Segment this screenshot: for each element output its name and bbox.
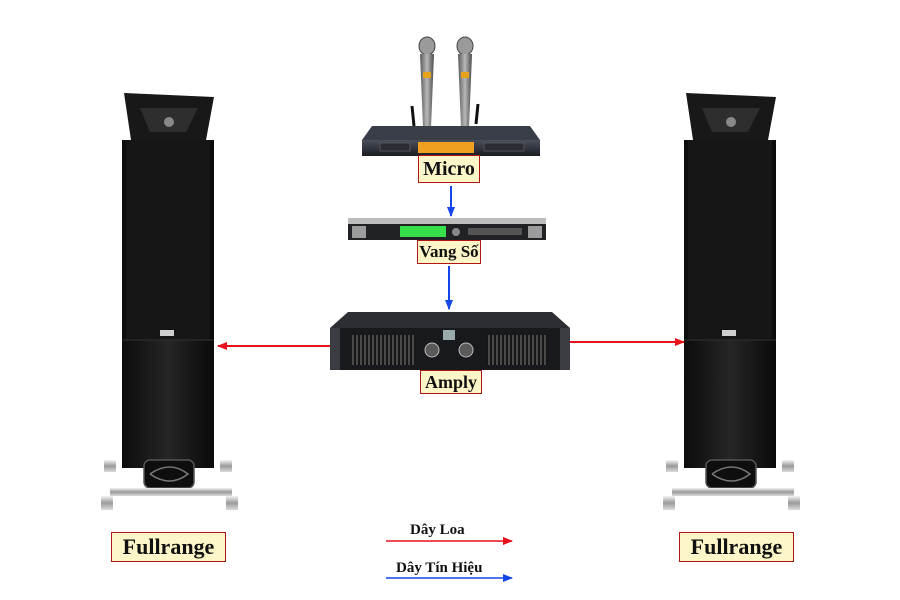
amply-label: Amply [420, 370, 482, 394]
speaker-right-label: Fullrange [679, 532, 794, 562]
speaker-left [101, 93, 238, 510]
vang-so-label: Vang Số [417, 240, 481, 264]
power-amplifier [330, 312, 570, 370]
digital-mixer-processor [348, 218, 546, 240]
legend-signal-wire-label: Dây Tín Hiệu [396, 560, 483, 576]
speaker-right [663, 93, 800, 510]
micro-label: Micro [418, 155, 480, 183]
connection-wires [217, 186, 685, 350]
wireless-microphone-receiver [362, 36, 540, 156]
speaker-left-label: Fullrange [111, 532, 226, 562]
legend-speaker-wire-label: Dây Loa [410, 522, 465, 538]
